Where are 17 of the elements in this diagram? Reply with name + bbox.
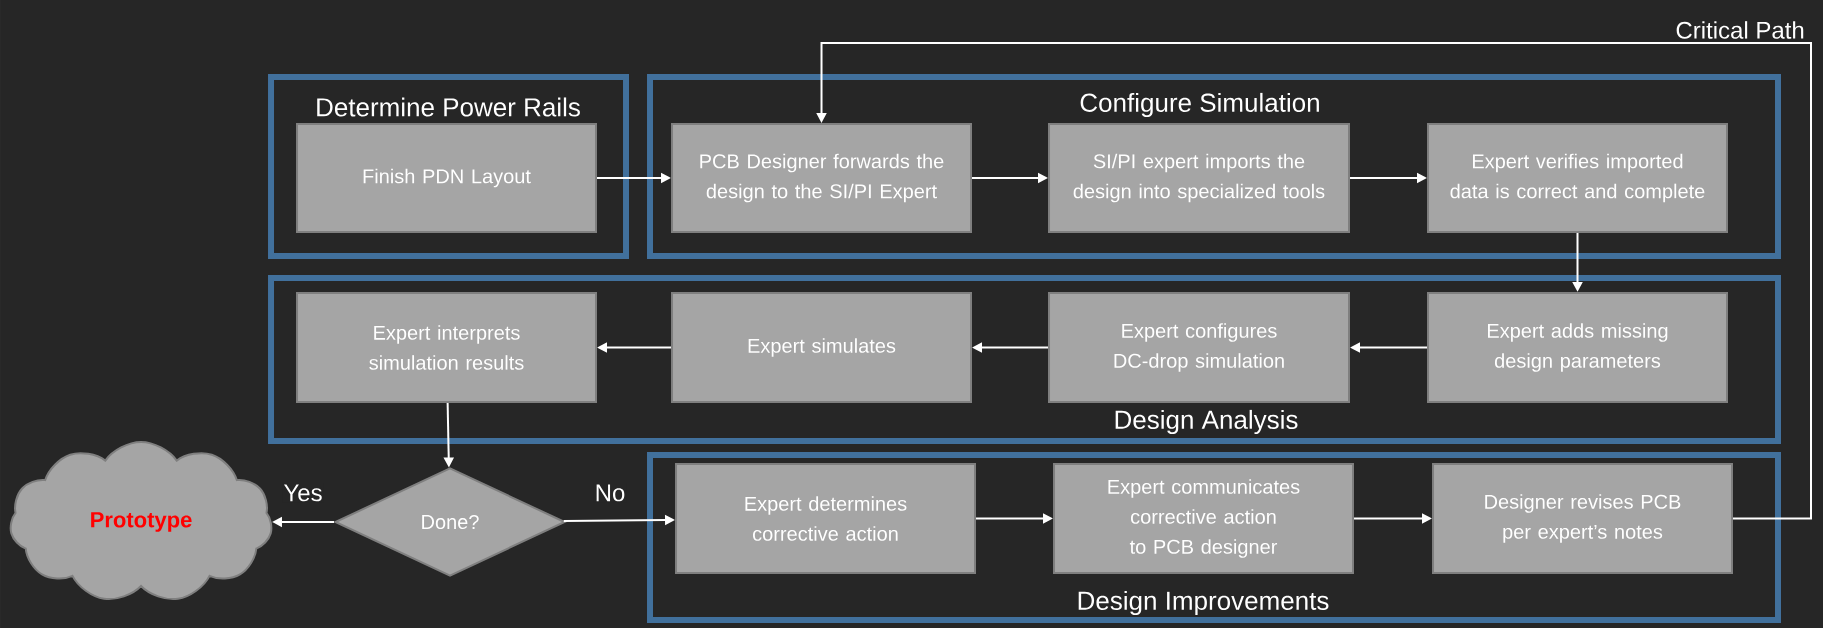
process-box: SI/PI expert imports the design into specialized tools — [1048, 123, 1350, 233]
process-box: Expert configures DC-drop simulation — [1048, 292, 1350, 403]
arrow — [816, 42, 1812, 520]
process-box: PCB Designer forwards the design to the SI/PI Expert — [671, 123, 972, 233]
edge-label: Critical Path — [1674, 20, 1806, 40]
group-heading: Design Improvements — [1078, 590, 1329, 616]
process-box: Finish PDN Layout — [296, 123, 597, 233]
process-box: Expert verifies imported data is correct and complete — [1427, 123, 1728, 233]
process-box: Expert interprets simulation results — [296, 292, 597, 403]
process-box: Expert simulates — [671, 292, 972, 403]
process-box: Expert adds missing design parameters — [1427, 292, 1728, 403]
group-heading: Configure Simulation — [1080, 92, 1319, 118]
process-box: Expert communicates corrective action to PCB designer — [1053, 463, 1354, 574]
group-heading: Determine Power Rails — [317, 97, 580, 117]
group-heading: Design Analysis — [1115, 409, 1298, 435]
process-box: Designer revises PCB per expert’s notes — [1432, 463, 1733, 574]
process-box: Expert determines corrective action — [675, 463, 976, 574]
